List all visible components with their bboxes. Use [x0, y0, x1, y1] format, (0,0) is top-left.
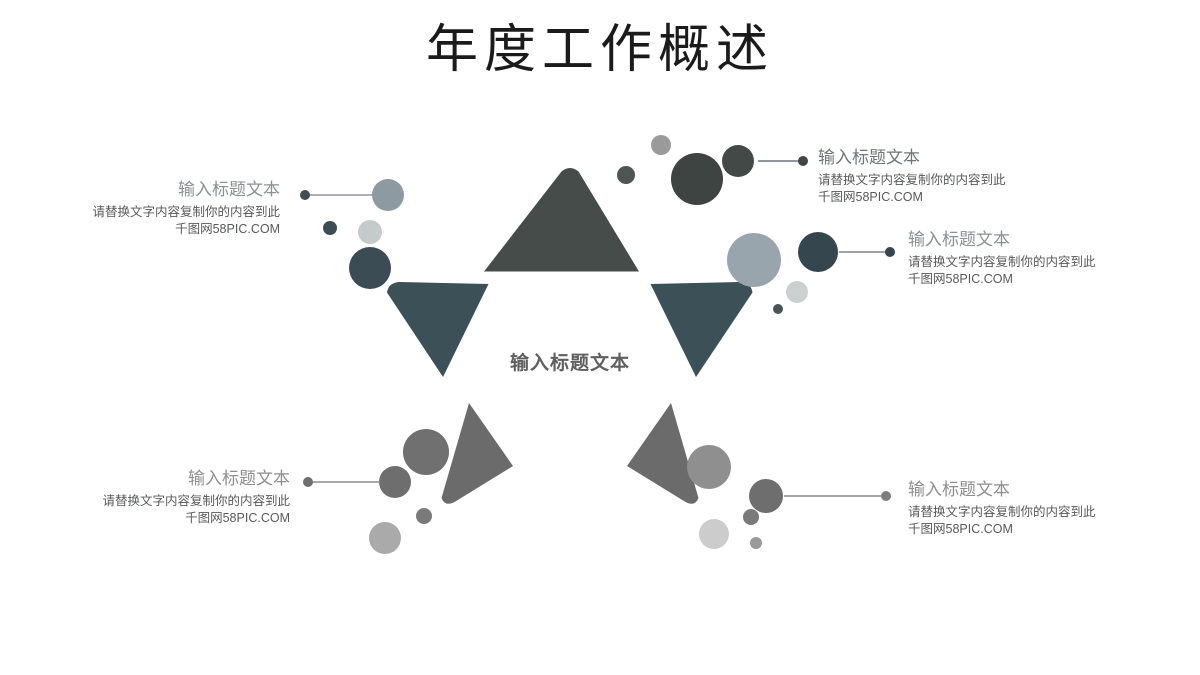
decor-circle [369, 522, 401, 554]
callout-title: 输入标题文本 [178, 180, 280, 199]
callout-body-line-1: 请替换文字内容复制你的内容到此 [818, 173, 1006, 187]
star-petal-top[interactable] [484, 168, 639, 272]
callout-title: 输入标题文本 [188, 469, 290, 488]
star-petal-lower-right[interactable] [627, 403, 699, 504]
callout-body-line-2: 千图网58PIC.COM [175, 222, 280, 236]
star-center-label: 输入标题文本 [509, 353, 630, 374]
decor-circles-bottom-left [369, 429, 449, 554]
star-petal-lower-left[interactable] [441, 403, 514, 504]
callout-title: 输入标题文本 [908, 480, 1010, 499]
connector-dot-bottom-right [881, 491, 891, 501]
callout-title: 输入标题文本 [818, 148, 920, 167]
decor-circle [651, 135, 671, 155]
decor-circle [379, 466, 411, 498]
decor-circles-top-left [323, 179, 404, 289]
connector-lines [300, 156, 895, 501]
callout-body-line-1: 请替换文字内容复制你的内容到此 [908, 505, 1096, 519]
decor-circle [743, 509, 759, 525]
decor-circle [358, 220, 382, 244]
decor-circle [617, 166, 635, 184]
callout-body-line-2: 千图网58PIC.COM [908, 272, 1013, 286]
star-petal-upper-right[interactable] [650, 282, 753, 377]
connector-dot-mid-right [885, 247, 895, 257]
decor-circle [798, 232, 838, 272]
decor-circle [699, 519, 729, 549]
decor-circle [349, 247, 391, 289]
decor-circle [786, 281, 808, 303]
decor-circle [671, 153, 723, 205]
decor-circle [727, 233, 781, 287]
connector-dot-top-left [300, 190, 310, 200]
star-petal-upper-left[interactable] [387, 282, 489, 377]
callout-body-line-2: 千图网58PIC.COM [818, 190, 923, 204]
callout-body-line-1: 请替换文字内容复制你的内容到此 [102, 494, 290, 508]
callout-top-left[interactable]: 输入标题文本 请替换文字内容复制你的内容到此 千图网58PIC.COM [40, 178, 280, 238]
decor-circle [416, 508, 432, 524]
callout-title: 输入标题文本 [908, 230, 1010, 249]
decor-circle [403, 429, 449, 475]
callout-mid-right[interactable]: 输入标题文本 请替换文字内容复制你的内容到此 千图网58PIC.COM [908, 228, 1200, 288]
decor-circle [722, 145, 754, 177]
callout-top-right[interactable]: 输入标题文本 请替换文字内容复制你的内容到此 千图网58PIC.COM [818, 146, 1118, 206]
callout-bottom-right[interactable]: 输入标题文本 请替换文字内容复制你的内容到此 千图网58PIC.COM [908, 478, 1200, 538]
decor-circle [687, 445, 731, 489]
decor-circle [323, 221, 337, 235]
connector-dot-top-right [798, 156, 808, 166]
decor-circles-bottom-right [687, 445, 783, 549]
page-title: 年度工作概述 [425, 22, 774, 79]
decor-circle [750, 537, 762, 549]
decor-circles-mid-right [727, 232, 838, 314]
callout-bottom-left[interactable]: 输入标题文本 请替换文字内容复制你的内容到此 千图网58PIC.COM [50, 467, 290, 527]
star-petal-group [387, 168, 753, 504]
connector-dot-bottom-left [303, 477, 313, 487]
callout-body-line-1: 请替换文字内容复制你的内容到此 [92, 205, 280, 219]
decor-circle [773, 304, 783, 314]
decor-circles-top-right [617, 135, 754, 205]
callout-body-line-1: 请替换文字内容复制你的内容到此 [908, 255, 1096, 269]
decor-circle [372, 179, 404, 211]
callout-body-line-2: 千图网58PIC.COM [908, 522, 1013, 536]
decor-circle [749, 479, 783, 513]
callout-body-line-2: 千图网58PIC.COM [185, 511, 290, 525]
